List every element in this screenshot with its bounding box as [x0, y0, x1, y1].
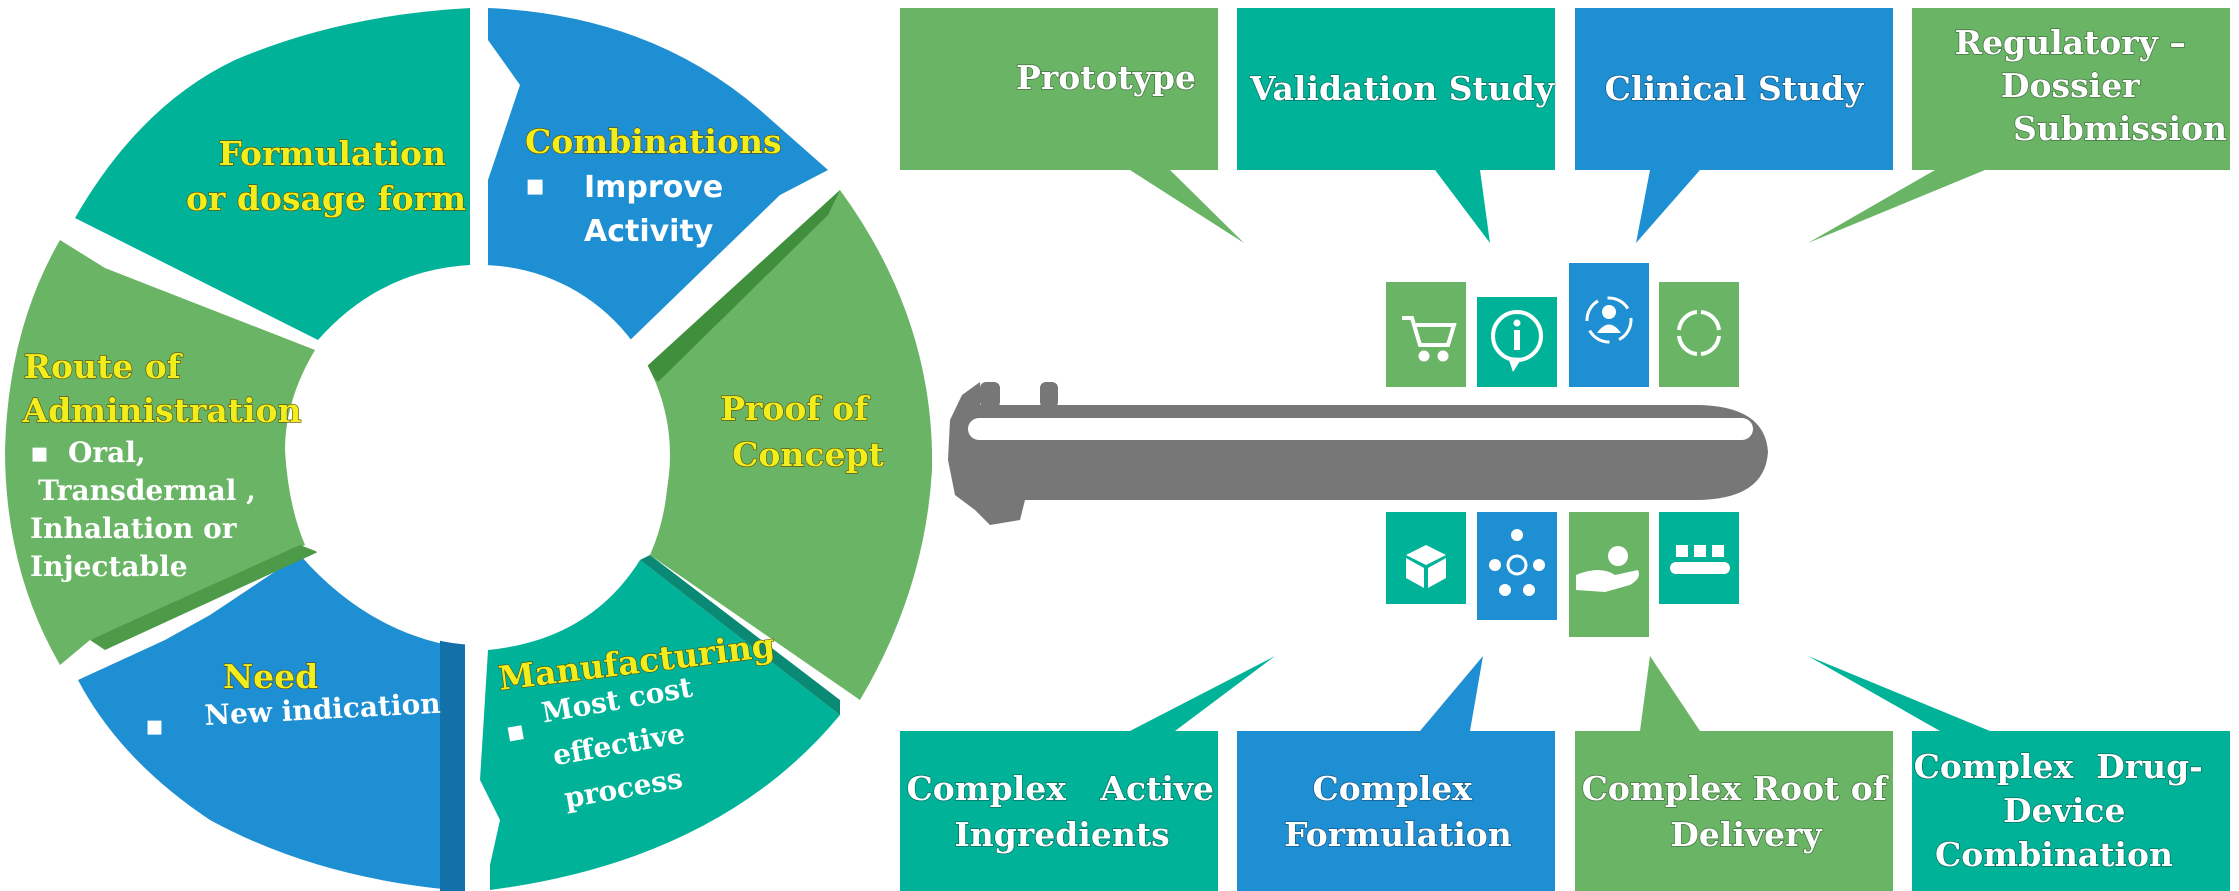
route-bullet: ▪ — [30, 436, 49, 469]
key-graphic — [948, 382, 1768, 525]
callout-text-complex-drug-device: Complex Drug- Device Combination — [1914, 747, 2215, 874]
callout-box-prototype — [900, 8, 1244, 243]
bottom-callouts: Complex Active Ingredients Complex Formu… — [900, 656, 2230, 891]
callout-text-prototype: Prototype — [1016, 58, 1196, 97]
combinations-title: Combinations — [525, 122, 782, 161]
cycle-segment-manufacturing — [480, 560, 840, 890]
callout-text-regulatory: Regulatory – Dossier Submission — [1955, 23, 2227, 148]
formulation-title: Formulation or dosage form — [186, 134, 466, 218]
cycle-segment-combinations — [488, 8, 828, 345]
need-title: Need — [223, 657, 318, 696]
cycle-segment-need-shadow — [440, 630, 465, 891]
cycle-segment-need — [78, 555, 465, 891]
callout-box-clinical-study — [1575, 8, 1893, 243]
top-callouts: Prototype Validation Study Clinical Stud… — [900, 8, 2230, 243]
callout-box-regulatory — [1808, 8, 2230, 243]
combinations-text: Improve Activity — [584, 170, 734, 249]
cycle-segment-route-shadow — [90, 545, 318, 650]
cart-icon — [1402, 316, 1457, 362]
proof-of-concept-title: Proof of Concept — [720, 389, 884, 474]
combinations-bullet: ▪ — [525, 168, 545, 203]
info-icon — [1491, 310, 1543, 372]
cycle-segment-proof-shadow — [645, 190, 840, 382]
callout-box-complex-active-ingredients — [900, 656, 1275, 891]
cycle-center — [290, 265, 670, 645]
hand-icon — [1576, 546, 1639, 592]
person-icon — [1585, 296, 1633, 344]
route-text: Oral, Transdermal , Inhalation or Inject… — [30, 436, 266, 583]
callout-text-validation-study: Validation Study — [1249, 69, 1555, 108]
callout-box-complex-drug-device — [1808, 656, 2230, 891]
key-slot — [968, 418, 1753, 440]
key-shaft — [948, 382, 1768, 525]
callout-box-complex-root-of-delivery — [1575, 656, 1893, 891]
key-tooth-2 — [1040, 382, 1058, 408]
callout-text-complex-active-ingredients: Complex Active Ingredients — [906, 769, 1225, 854]
key-icons-bottom — [1386, 512, 1739, 637]
callout-text-complex-formulation: Complex Formulation — [1284, 769, 1512, 854]
callout-box-validation-study — [1237, 8, 1555, 243]
conveyor-icon — [1670, 545, 1730, 574]
callout-text-clinical-study: Clinical Study — [1605, 69, 1865, 108]
box-icon — [1406, 545, 1446, 588]
need-bullet: ▪ — [145, 709, 164, 742]
cycle-segment-formulation — [75, 8, 470, 340]
callout-box-complex-formulation — [1237, 656, 1555, 891]
route-title: Route of Administration — [21, 347, 301, 430]
callout-text-complex-root-of-delivery: Complex Root of Delivery — [1582, 769, 1899, 854]
network-icon — [1489, 529, 1545, 596]
key-tooth-1 — [980, 382, 1000, 408]
development-cycle: Formulation or dosage form Combinations … — [5, 8, 933, 891]
cycle-segment-route — [5, 240, 315, 665]
key-icons-top — [1386, 263, 1739, 387]
cycle-segment-manufacturing-shadow — [640, 555, 840, 715]
cycle-icon — [1677, 310, 1721, 356]
